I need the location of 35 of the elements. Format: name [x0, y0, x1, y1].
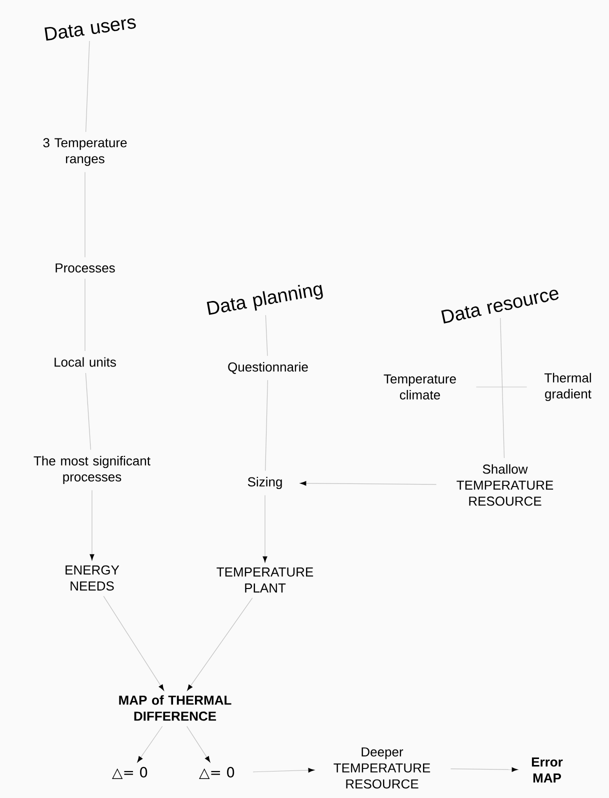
arrow: [103, 596, 164, 691]
arrow: [262, 494, 268, 562]
connector-line: [265, 380, 268, 472]
arrow: [300, 481, 437, 486]
arrow: [186, 726, 210, 762]
flow-label: Sizing: [248, 476, 282, 490]
flow-label: Processes: [56, 263, 115, 273]
flow-label: ENERGY NEEDS: [66, 565, 120, 591]
column-heading: Data resource: [441, 290, 559, 324]
arrow: [252, 768, 314, 772]
arrow: [187, 598, 253, 691]
delta-condition: △= 0: [112, 766, 148, 780]
arrow: [137, 726, 163, 762]
connector-line: [84, 278, 86, 352]
flow-label: Temperature climate: [384, 374, 456, 400]
flow-label: Questionnarie: [228, 362, 308, 374]
connector-line: [86, 40, 90, 132]
arrow: [90, 490, 94, 560]
flow-label: Deeper TEMPERATURE RESOURCE: [334, 747, 430, 789]
flow-label: Shallow TEMPERATURE RESOURCE: [456, 464, 554, 506]
flow-label: Thermal gradient: [544, 372, 592, 402]
result-label: MAP of THERMAL DIFFERENCE: [119, 695, 232, 721]
column-heading: Data planning: [206, 284, 323, 315]
flow-label: The most significant processes: [34, 456, 150, 484]
flow-label: TEMPERATURE PLANT: [216, 568, 314, 592]
connector-line: [500, 318, 505, 458]
result-label: Error MAP: [532, 758, 563, 782]
connector-line: [85, 372, 91, 450]
column-heading: Data users: [44, 18, 136, 41]
flow-label: Local units: [54, 357, 116, 367]
flow-label: 3 Temperature ranges: [43, 138, 127, 166]
delta-condition: △= 0: [199, 766, 234, 780]
connector-line: [84, 172, 86, 258]
connector-line: [265, 314, 268, 356]
arrow: [450, 767, 518, 772]
